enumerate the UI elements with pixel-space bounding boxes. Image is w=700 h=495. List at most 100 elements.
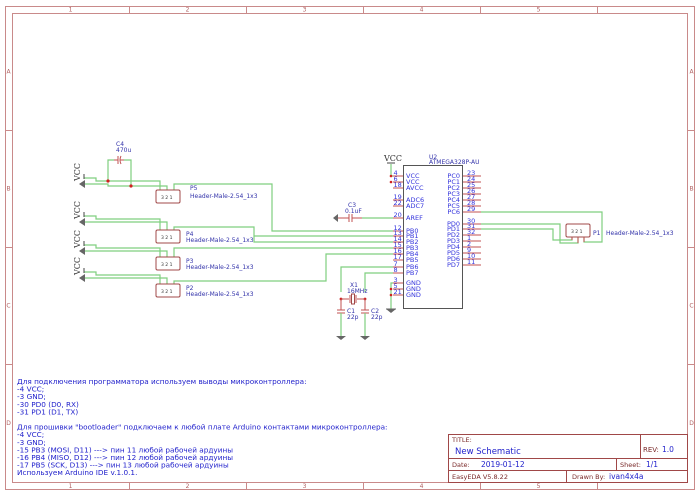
crystal-x1[interactable]: X1 16MHz xyxy=(341,282,367,305)
p1-value: Header-Male-2.54_1x3 xyxy=(606,230,674,237)
svg-text:PD2: PD2 xyxy=(447,231,460,239)
gnd-arrow-icon xyxy=(333,214,338,222)
sheet-frame xyxy=(5,6,695,490)
frame-col-label: 4 xyxy=(420,7,424,14)
notes-text: Для подключения программатора используем… xyxy=(17,377,388,477)
vcc-label: VCC xyxy=(73,257,82,276)
gnd-icon xyxy=(360,336,370,340)
u2-ref: U2 xyxy=(429,154,437,161)
p2-pin-labels: 3 2 1 xyxy=(161,289,173,295)
frame-row-label: D xyxy=(689,420,694,427)
drawn-by-label: Drawn By: xyxy=(572,473,605,481)
svg-text:29: 29 xyxy=(467,205,475,213)
svg-text:PB5: PB5 xyxy=(406,256,419,264)
gnd-icon xyxy=(79,247,85,255)
svg-text:14: 14 xyxy=(394,235,402,243)
date-label: Date: xyxy=(452,461,470,469)
p5-ref: P5 xyxy=(190,185,198,192)
note-line: -30 PD0 (D0, RX) xyxy=(17,400,79,409)
svg-text:PB6: PB6 xyxy=(406,263,419,271)
svg-text:PD6: PD6 xyxy=(447,255,460,263)
tool-version: EasyEDA V5.8.22 xyxy=(452,473,508,481)
svg-text:PB2: PB2 xyxy=(406,238,419,246)
vcc-label: VCC xyxy=(73,230,82,249)
frame-row-label: D xyxy=(6,420,11,427)
frame-col-label: 3 xyxy=(303,7,307,14)
svg-text:21: 21 xyxy=(394,288,402,296)
p3-ref: P3 xyxy=(186,258,194,265)
svg-text:5: 5 xyxy=(394,282,398,290)
date-value: 2019-01-12 xyxy=(481,460,525,469)
svg-text:12: 12 xyxy=(394,224,402,232)
capacitor-c1[interactable]: C1 22p xyxy=(336,299,359,340)
svg-text:PC1: PC1 xyxy=(447,178,460,186)
svg-text:PC2: PC2 xyxy=(447,184,460,192)
frame-col-label: 3 xyxy=(303,483,307,490)
p2-value: Header-Male-2.54_1x3 xyxy=(186,291,254,298)
svg-text:7: 7 xyxy=(394,260,398,268)
svg-text:AVCC: AVCC xyxy=(406,184,424,192)
frame-col-label: 4 xyxy=(420,483,424,490)
capacitor-c3[interactable]: C3 0.1uF xyxy=(333,202,362,222)
svg-text:15: 15 xyxy=(394,241,402,249)
vcc-gnd-symbols-p5: VCC xyxy=(73,163,85,188)
gnd-symbol-u2 xyxy=(386,308,396,313)
p5-value: Header-Male-2.54_1x3 xyxy=(190,193,258,200)
c4-value: 470u xyxy=(116,147,131,154)
x1-value: 16MHz xyxy=(347,288,367,295)
p2-ref: P2 xyxy=(186,285,194,292)
drawn-by-value: ivan4x4a xyxy=(609,472,643,481)
c1-ref: C1 xyxy=(347,308,355,315)
svg-text:PB0: PB0 xyxy=(406,227,419,235)
note-line: Используем Arduino IDE v.1.0.1. xyxy=(17,468,137,477)
svg-text:PC0: PC0 xyxy=(447,172,460,180)
gnd-icon xyxy=(79,218,85,226)
header-p1[interactable]: 3 2 1 P1 Header-Male-2.54_1x3 xyxy=(565,223,674,243)
svg-text:VCC: VCC xyxy=(406,172,420,180)
title-label: TITLE: xyxy=(451,436,472,444)
svg-text:PC3: PC3 xyxy=(447,190,460,198)
capacitor-c2[interactable]: C2 22p xyxy=(360,299,383,340)
svg-text:PD0: PD0 xyxy=(447,220,460,228)
svg-text:11: 11 xyxy=(467,258,475,266)
svg-text:ADC6: ADC6 xyxy=(406,196,424,204)
svg-text:24: 24 xyxy=(467,175,475,183)
frame-col-label: 1 xyxy=(69,483,73,490)
wires xyxy=(84,159,603,309)
title-block: TITLE: New Schematic REV: 1.0 Date: 2019… xyxy=(448,434,688,483)
svg-text:PD5: PD5 xyxy=(447,249,460,257)
vcc-gnd-symbols-p2: VCC xyxy=(73,257,85,282)
sheet-value: 1/1 xyxy=(646,460,658,469)
svg-text:8: 8 xyxy=(394,266,398,274)
svg-text:2: 2 xyxy=(467,240,471,248)
svg-text:22: 22 xyxy=(394,199,402,207)
note-line: Для подключения программатора используем… xyxy=(17,377,307,386)
vcc-label-u2: VCC xyxy=(383,154,402,163)
svg-text:PC5: PC5 xyxy=(447,202,460,210)
vcc-label: VCC xyxy=(73,163,82,182)
svg-text:GND: GND xyxy=(406,279,421,287)
p3-pin-labels: 3 2 1 xyxy=(161,262,173,268)
frame-row-label: C xyxy=(689,303,693,310)
frame-row-label: B xyxy=(689,186,693,193)
svg-text:GND: GND xyxy=(406,285,421,293)
capacitor-c4[interactable]: C4 470u xyxy=(114,141,131,165)
frame-col-label: 2 xyxy=(186,7,190,14)
